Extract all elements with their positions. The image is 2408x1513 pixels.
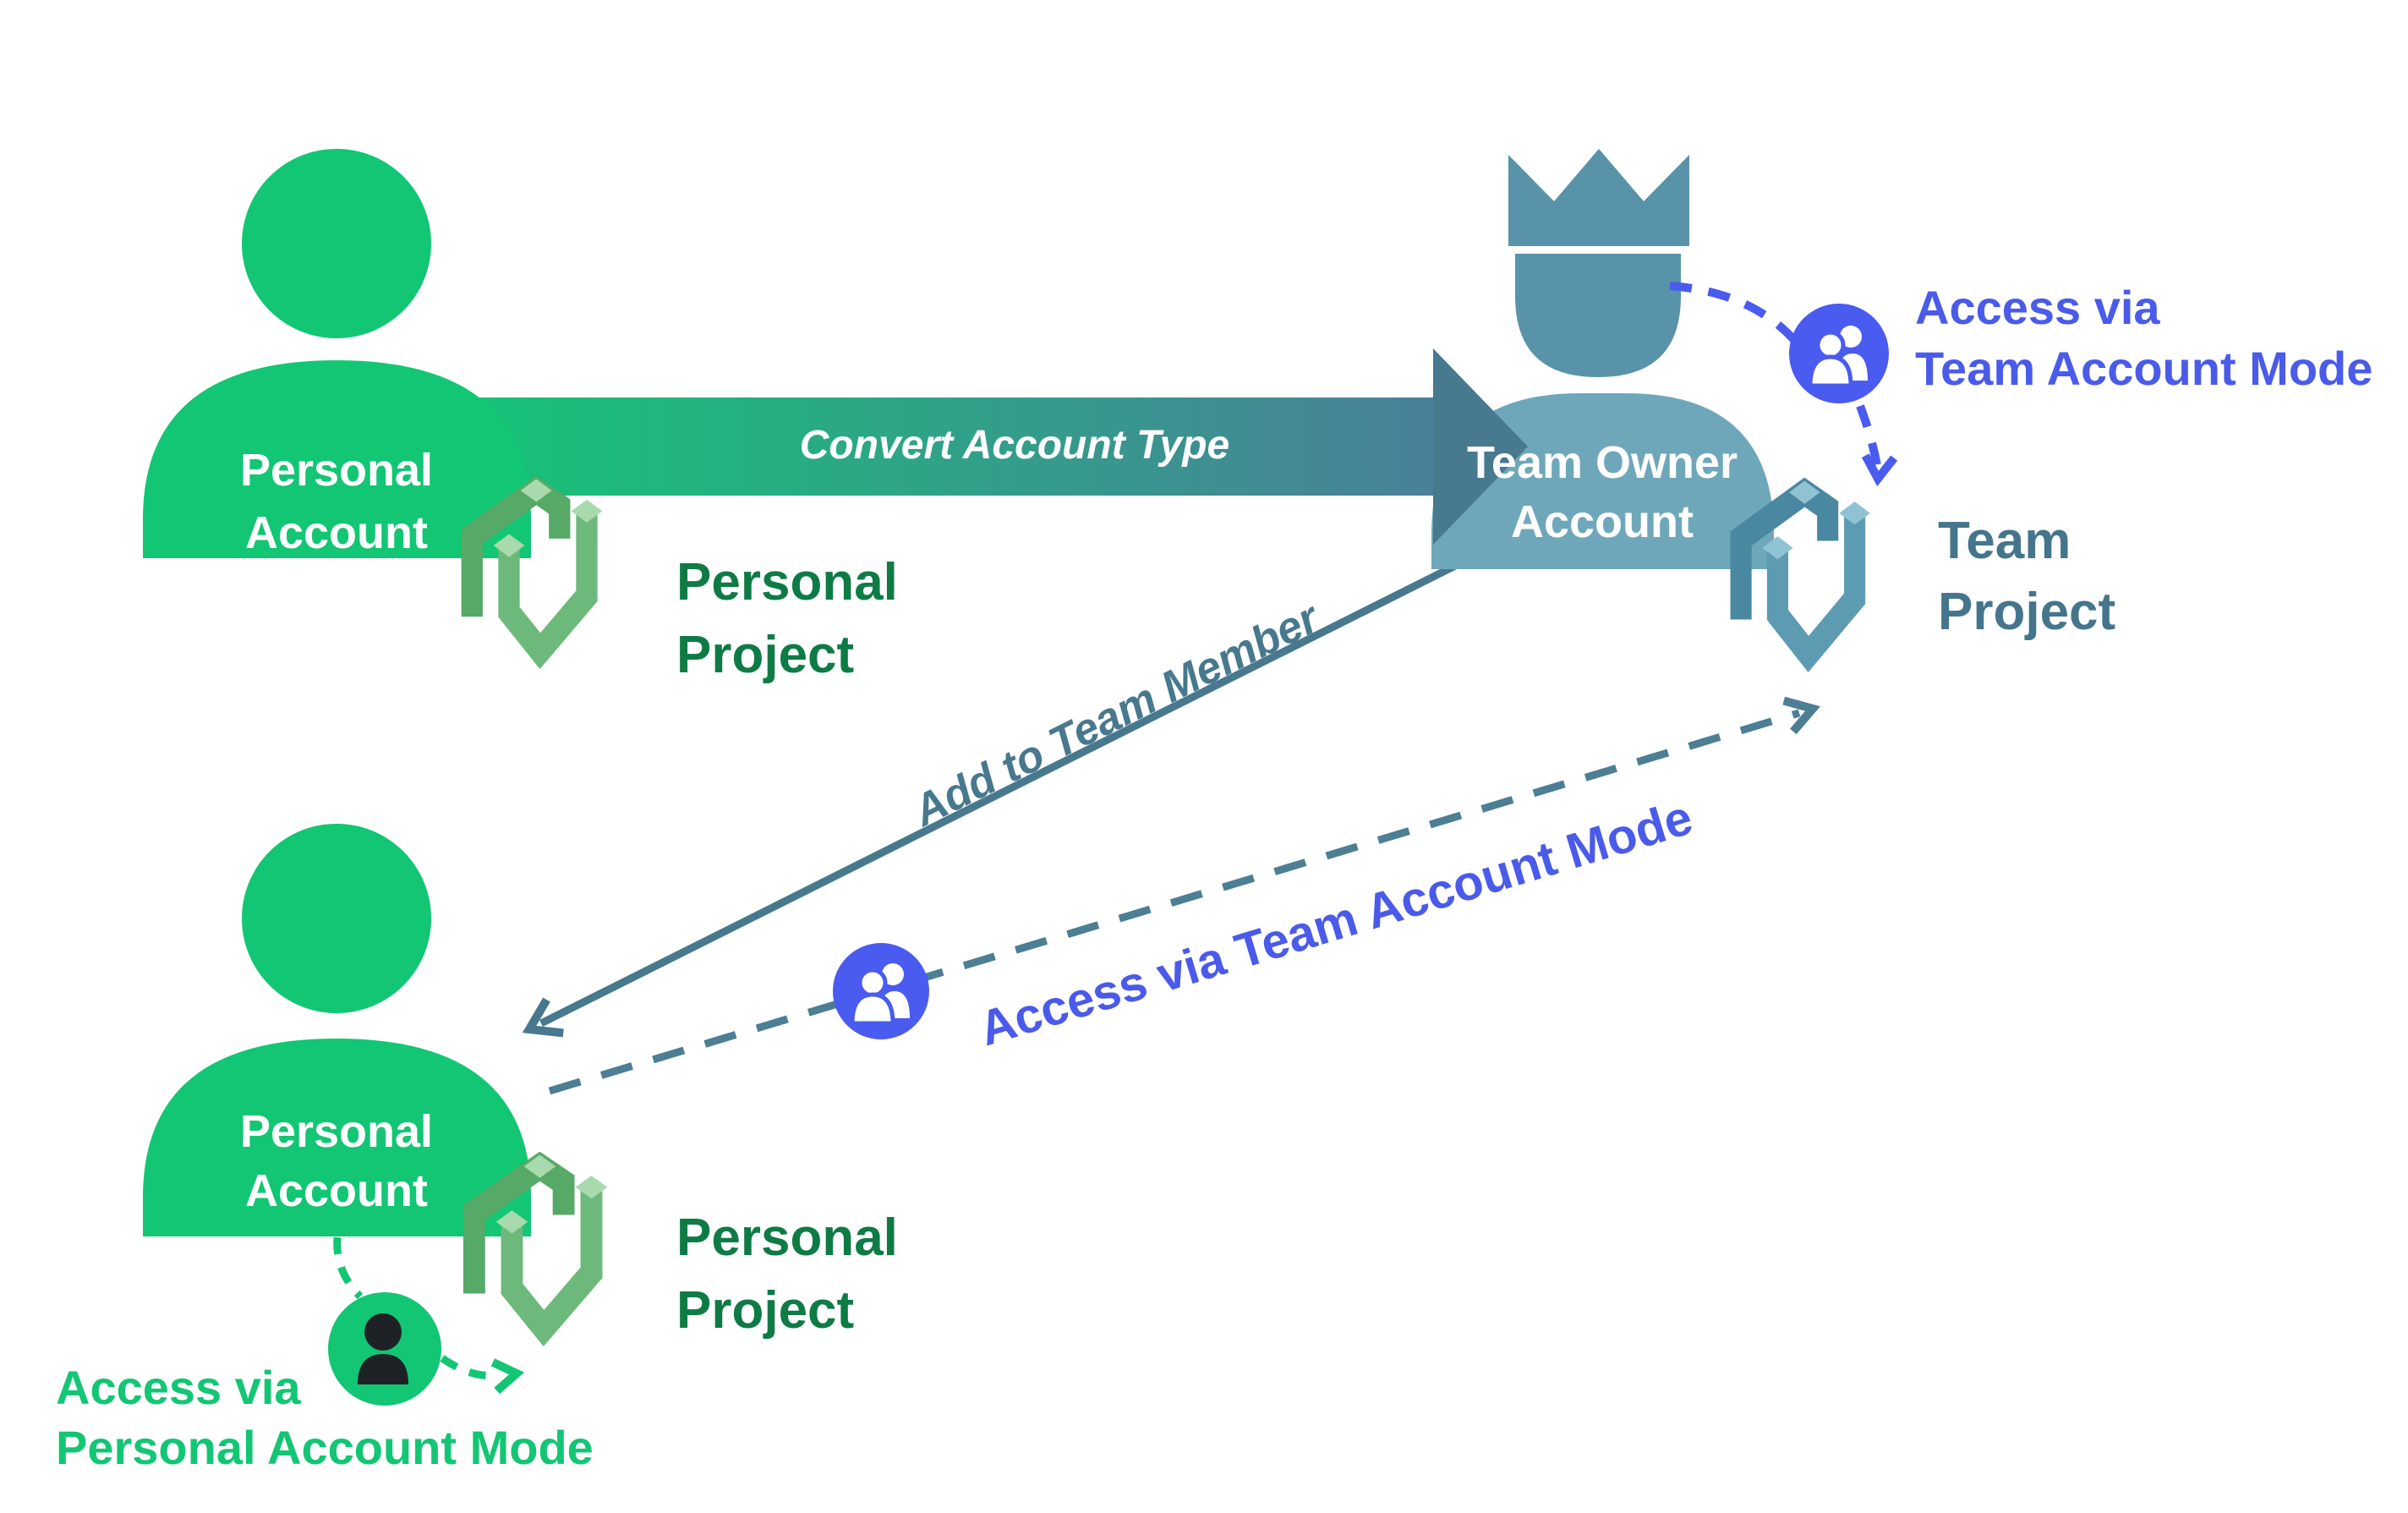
bottom-personal-account-label-line2: Account bbox=[245, 1165, 428, 1216]
access-via-personal-label-line1: Access via bbox=[56, 1361, 301, 1414]
personal-project-bottom-label-line2: Project bbox=[676, 1281, 855, 1340]
arrowhead-right-icon bbox=[1433, 348, 1528, 545]
person-icon bbox=[328, 1292, 441, 1406]
personal-project-bottom-label-line1: Personal bbox=[676, 1209, 898, 1267]
add-member-arrow bbox=[522, 556, 1469, 1038]
team-project-label-line2: Project bbox=[1938, 583, 2116, 641]
arrowhead-up-right-icon bbox=[1782, 696, 1820, 735]
project-cube-icon bbox=[1730, 477, 1870, 673]
owner-access-dashed-arrow bbox=[1669, 282, 1898, 487]
team-owner-account-label-line2: Account bbox=[1511, 496, 1694, 547]
top-personal-account-label-line2: Account bbox=[245, 507, 428, 558]
convert-account-type-label: Convert Account Type bbox=[799, 423, 1230, 468]
top-personal-account-label-line1: Personal bbox=[239, 445, 434, 496]
team-owner-account-label-line1: Team Owner bbox=[1466, 437, 1738, 488]
team-users-icon bbox=[833, 943, 929, 1039]
personal-access-dashed-arrow bbox=[333, 1236, 525, 1395]
user-avatar-icon bbox=[143, 149, 531, 558]
team-project-label-line1: Team bbox=[1938, 512, 2071, 570]
personal-project-top-label-line1: Personal bbox=[676, 553, 898, 611]
team-access-dashed-arrow bbox=[548, 696, 1820, 1095]
arrowhead-down-left-icon bbox=[522, 997, 564, 1038]
access-via-team-top-label-line2: Team Account Mode bbox=[1915, 342, 2373, 395]
project-cube-icon bbox=[462, 1151, 608, 1347]
access-via-team-top-label-line1: Access via bbox=[1915, 281, 2160, 334]
team-users-icon bbox=[1789, 304, 1889, 403]
convert-arrow bbox=[423, 348, 1528, 545]
arrowhead-down-icon bbox=[1861, 453, 1898, 487]
arrowhead-right-icon bbox=[490, 1358, 525, 1395]
bottom-personal-account-label-line1: Personal bbox=[239, 1106, 434, 1157]
user-avatar-icon bbox=[143, 824, 531, 1236]
crown-icon bbox=[1508, 149, 1689, 246]
team-owner-head bbox=[1515, 254, 1681, 377]
project-cube-icon bbox=[461, 475, 603, 670]
access-via-personal-label-line2: Personal Account Mode bbox=[56, 1421, 594, 1474]
personal-project-top-label-line2: Project bbox=[676, 626, 855, 684]
